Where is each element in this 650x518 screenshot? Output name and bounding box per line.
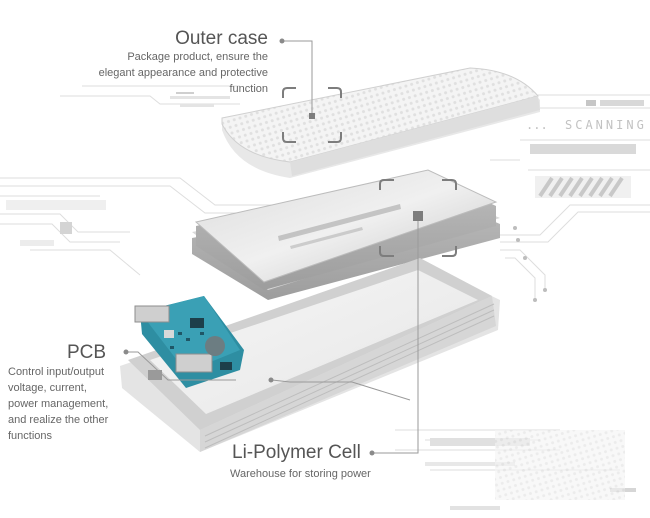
pcb-desc-line-2: voltage, current, bbox=[8, 382, 87, 394]
outer-case-lid bbox=[221, 67, 540, 178]
pcb-board bbox=[134, 296, 244, 388]
leader-lines bbox=[128, 40, 419, 454]
target-marker-case bbox=[309, 113, 315, 119]
li-polymer-cell bbox=[192, 169, 500, 300]
scanning-label: SCANNING bbox=[565, 118, 647, 132]
pcb-desc-line-1: Control input/output bbox=[8, 366, 105, 378]
outer-case-title: Outer case bbox=[175, 28, 268, 49]
cell-description: Warehouse for storing power bbox=[230, 466, 371, 482]
scanning-dots: ... bbox=[526, 118, 548, 132]
pcb-description: Control input/output voltage, current, p… bbox=[8, 364, 128, 444]
hazard-stripes bbox=[538, 176, 624, 198]
cell-title: Li-Polymer Cell bbox=[232, 442, 361, 463]
target-frame-cell bbox=[379, 179, 457, 257]
pcb-desc-line-4: and realize the other bbox=[8, 414, 109, 426]
battery-tray bbox=[120, 258, 500, 452]
pcb-desc-line-3: power management, bbox=[8, 398, 109, 410]
target-frame-case bbox=[282, 87, 342, 143]
outer-case-desc-line-2: elegant appearance and protective bbox=[98, 67, 268, 79]
outer-case-desc-line-3: function bbox=[229, 83, 268, 95]
outer-case-description: Package product, ensure the elegant appe… bbox=[60, 49, 268, 97]
outer-case-desc-line-1: Package product, ensure the bbox=[127, 51, 268, 63]
target-marker-cell bbox=[413, 211, 423, 221]
leader-dots bbox=[123, 38, 375, 456]
grid-texture bbox=[495, 430, 625, 500]
pcb-desc-line-5: functions bbox=[8, 430, 53, 442]
pcb-title: PCB bbox=[67, 342, 107, 363]
cell-desc-line-1: Warehouse for storing power bbox=[230, 468, 371, 480]
